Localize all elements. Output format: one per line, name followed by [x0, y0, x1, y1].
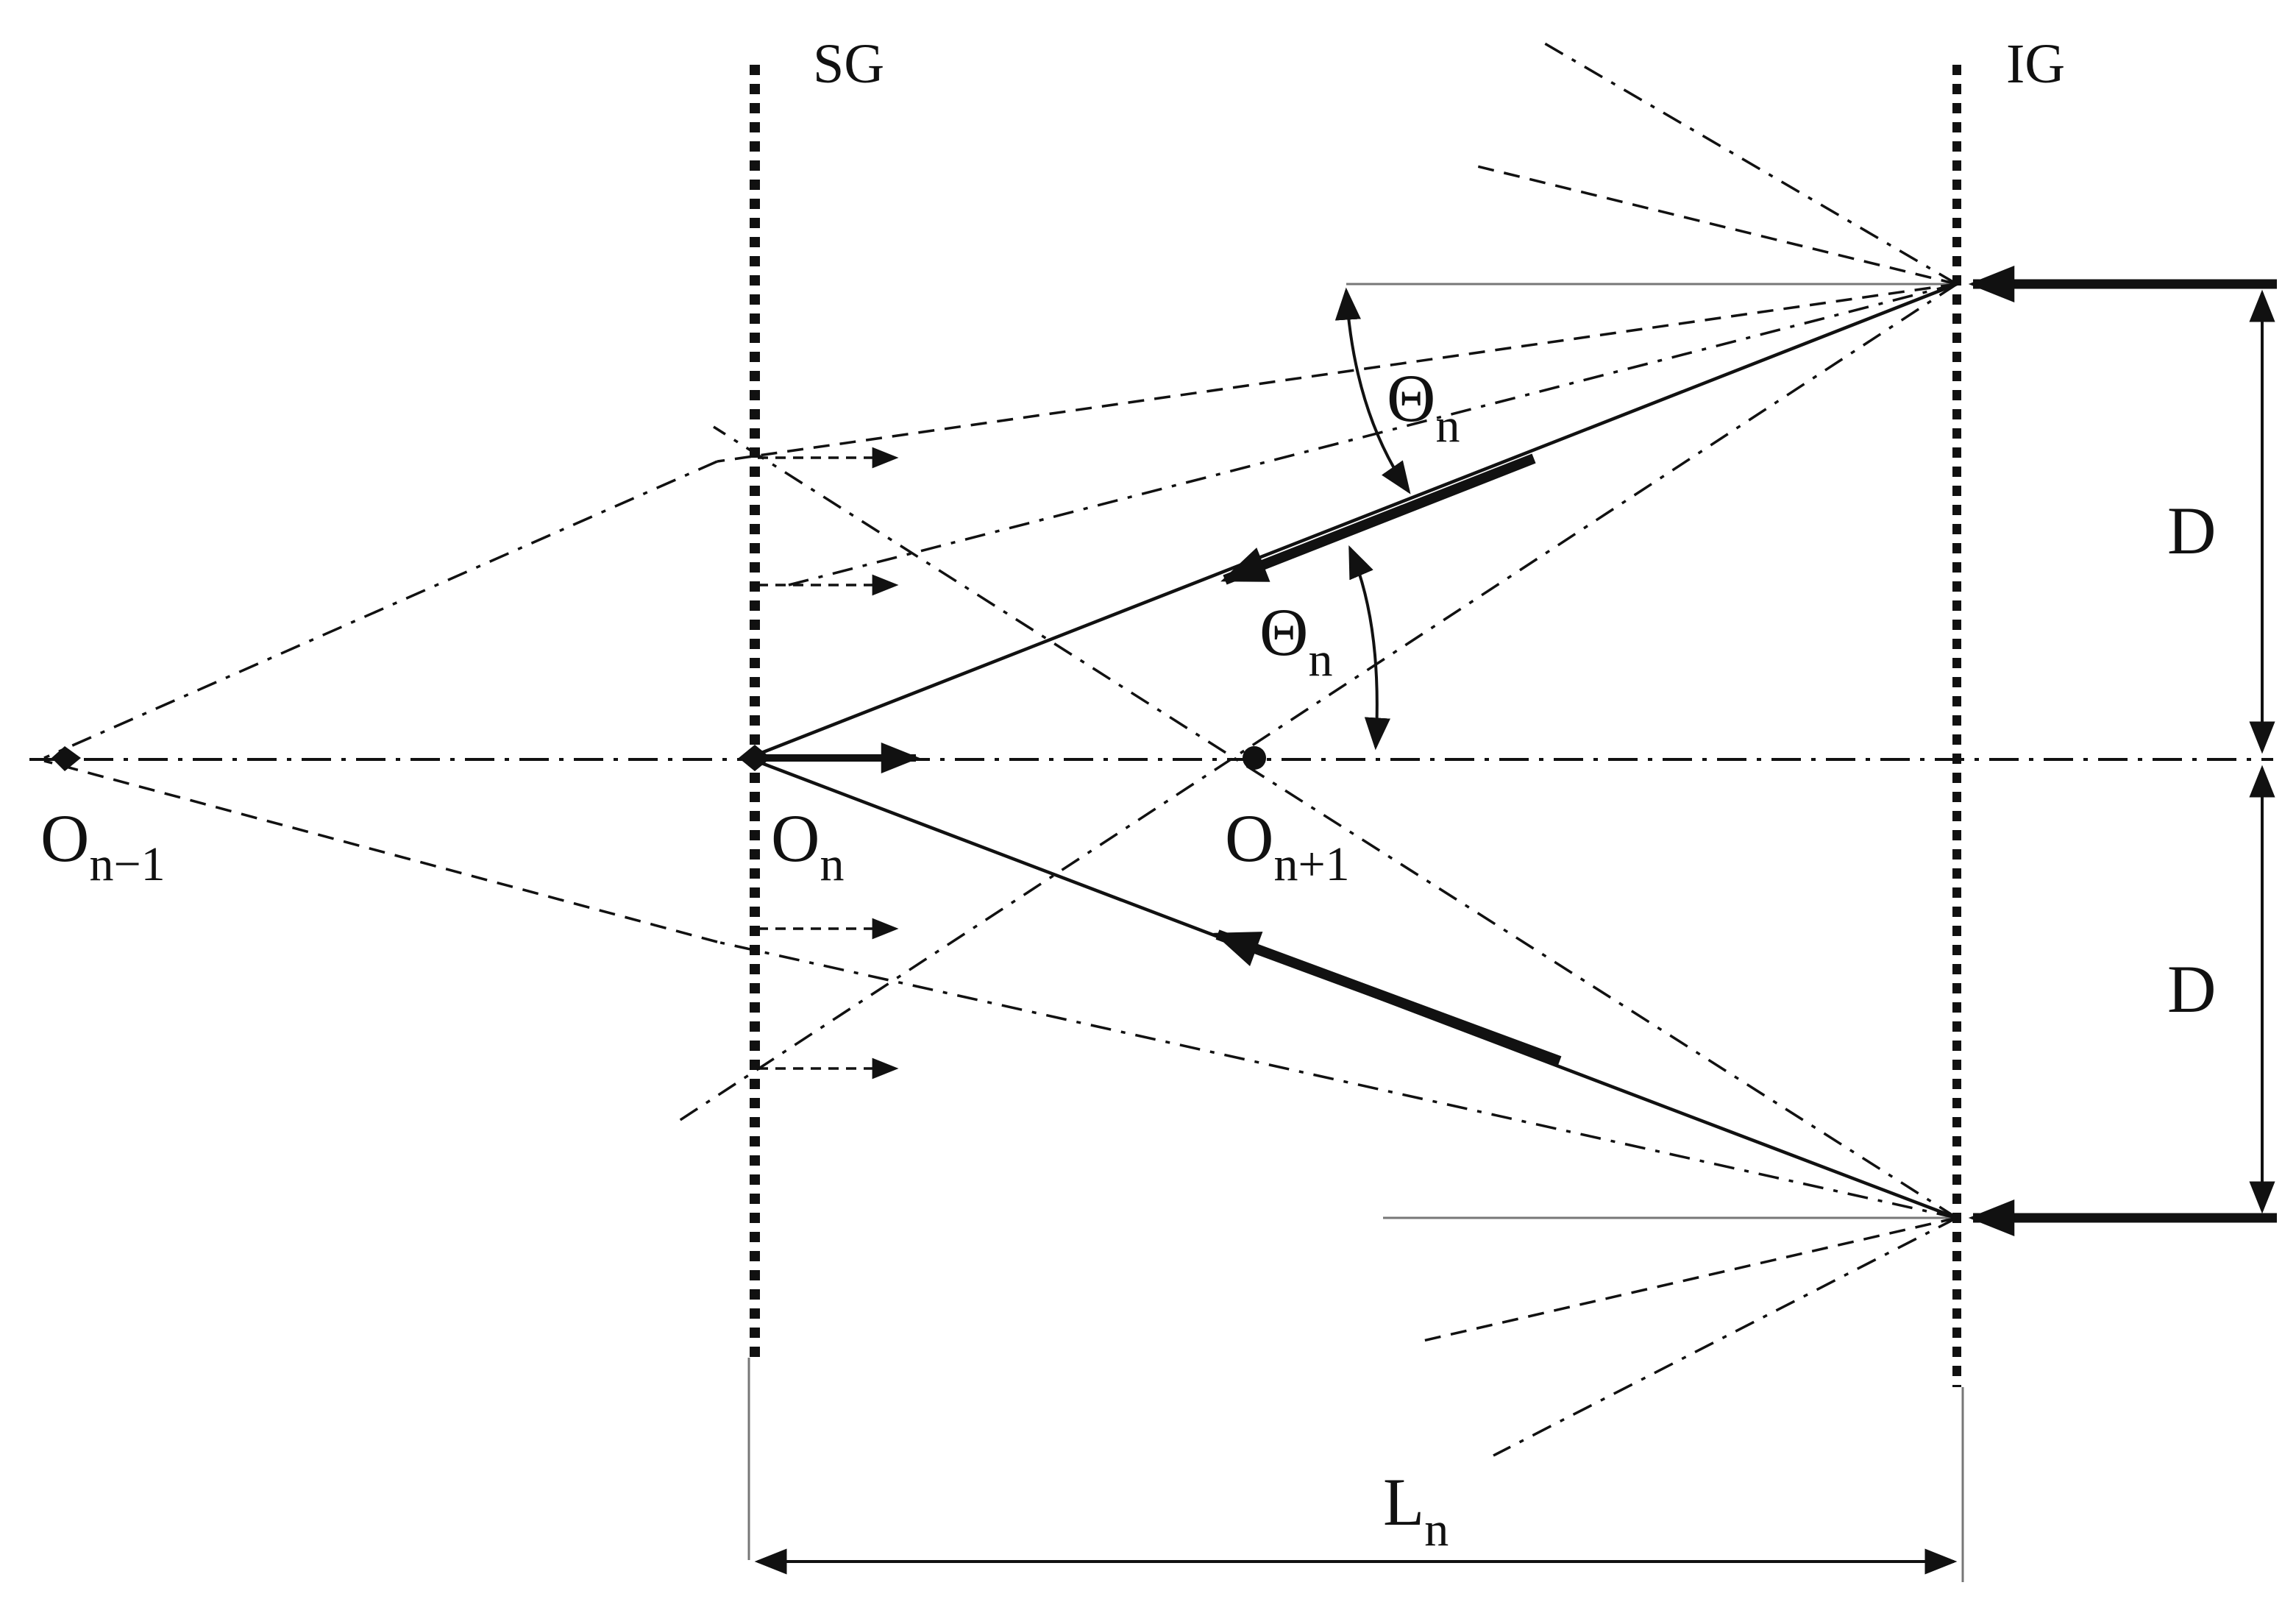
lower-divergence-rays	[43, 425, 1958, 1457]
label-ig: IG	[2006, 33, 2065, 95]
beamlet-arrows	[758, 447, 899, 1080]
label-o-next: On+1	[1225, 801, 1350, 891]
upper-angle-arc	[1334, 287, 1411, 495]
upper-main-ray	[757, 282, 1958, 756]
focus-point-o-prev	[51, 746, 81, 771]
label-sg: SG	[813, 33, 884, 95]
focus-points	[51, 745, 1266, 771]
upper-divergence-rays	[43, 41, 1958, 1124]
upper-ray-arrow	[1220, 453, 1536, 585]
focus-point-o-cur	[739, 745, 771, 771]
label-d-lower: D	[2167, 951, 2216, 1027]
label-d-upper: D	[2167, 493, 2216, 568]
lower-ray-arrow	[1213, 929, 1562, 1066]
label-o-cur: On	[771, 801, 844, 891]
label-l: Ln	[1383, 1464, 1449, 1556]
focus-point-o-next	[1243, 746, 1266, 770]
lower-angle-arc	[1348, 545, 1390, 751]
label-theta-lower: Θn	[1259, 595, 1332, 687]
label-o-prev: On−1	[40, 801, 166, 891]
label-theta-upper: Θn	[1387, 361, 1460, 453]
